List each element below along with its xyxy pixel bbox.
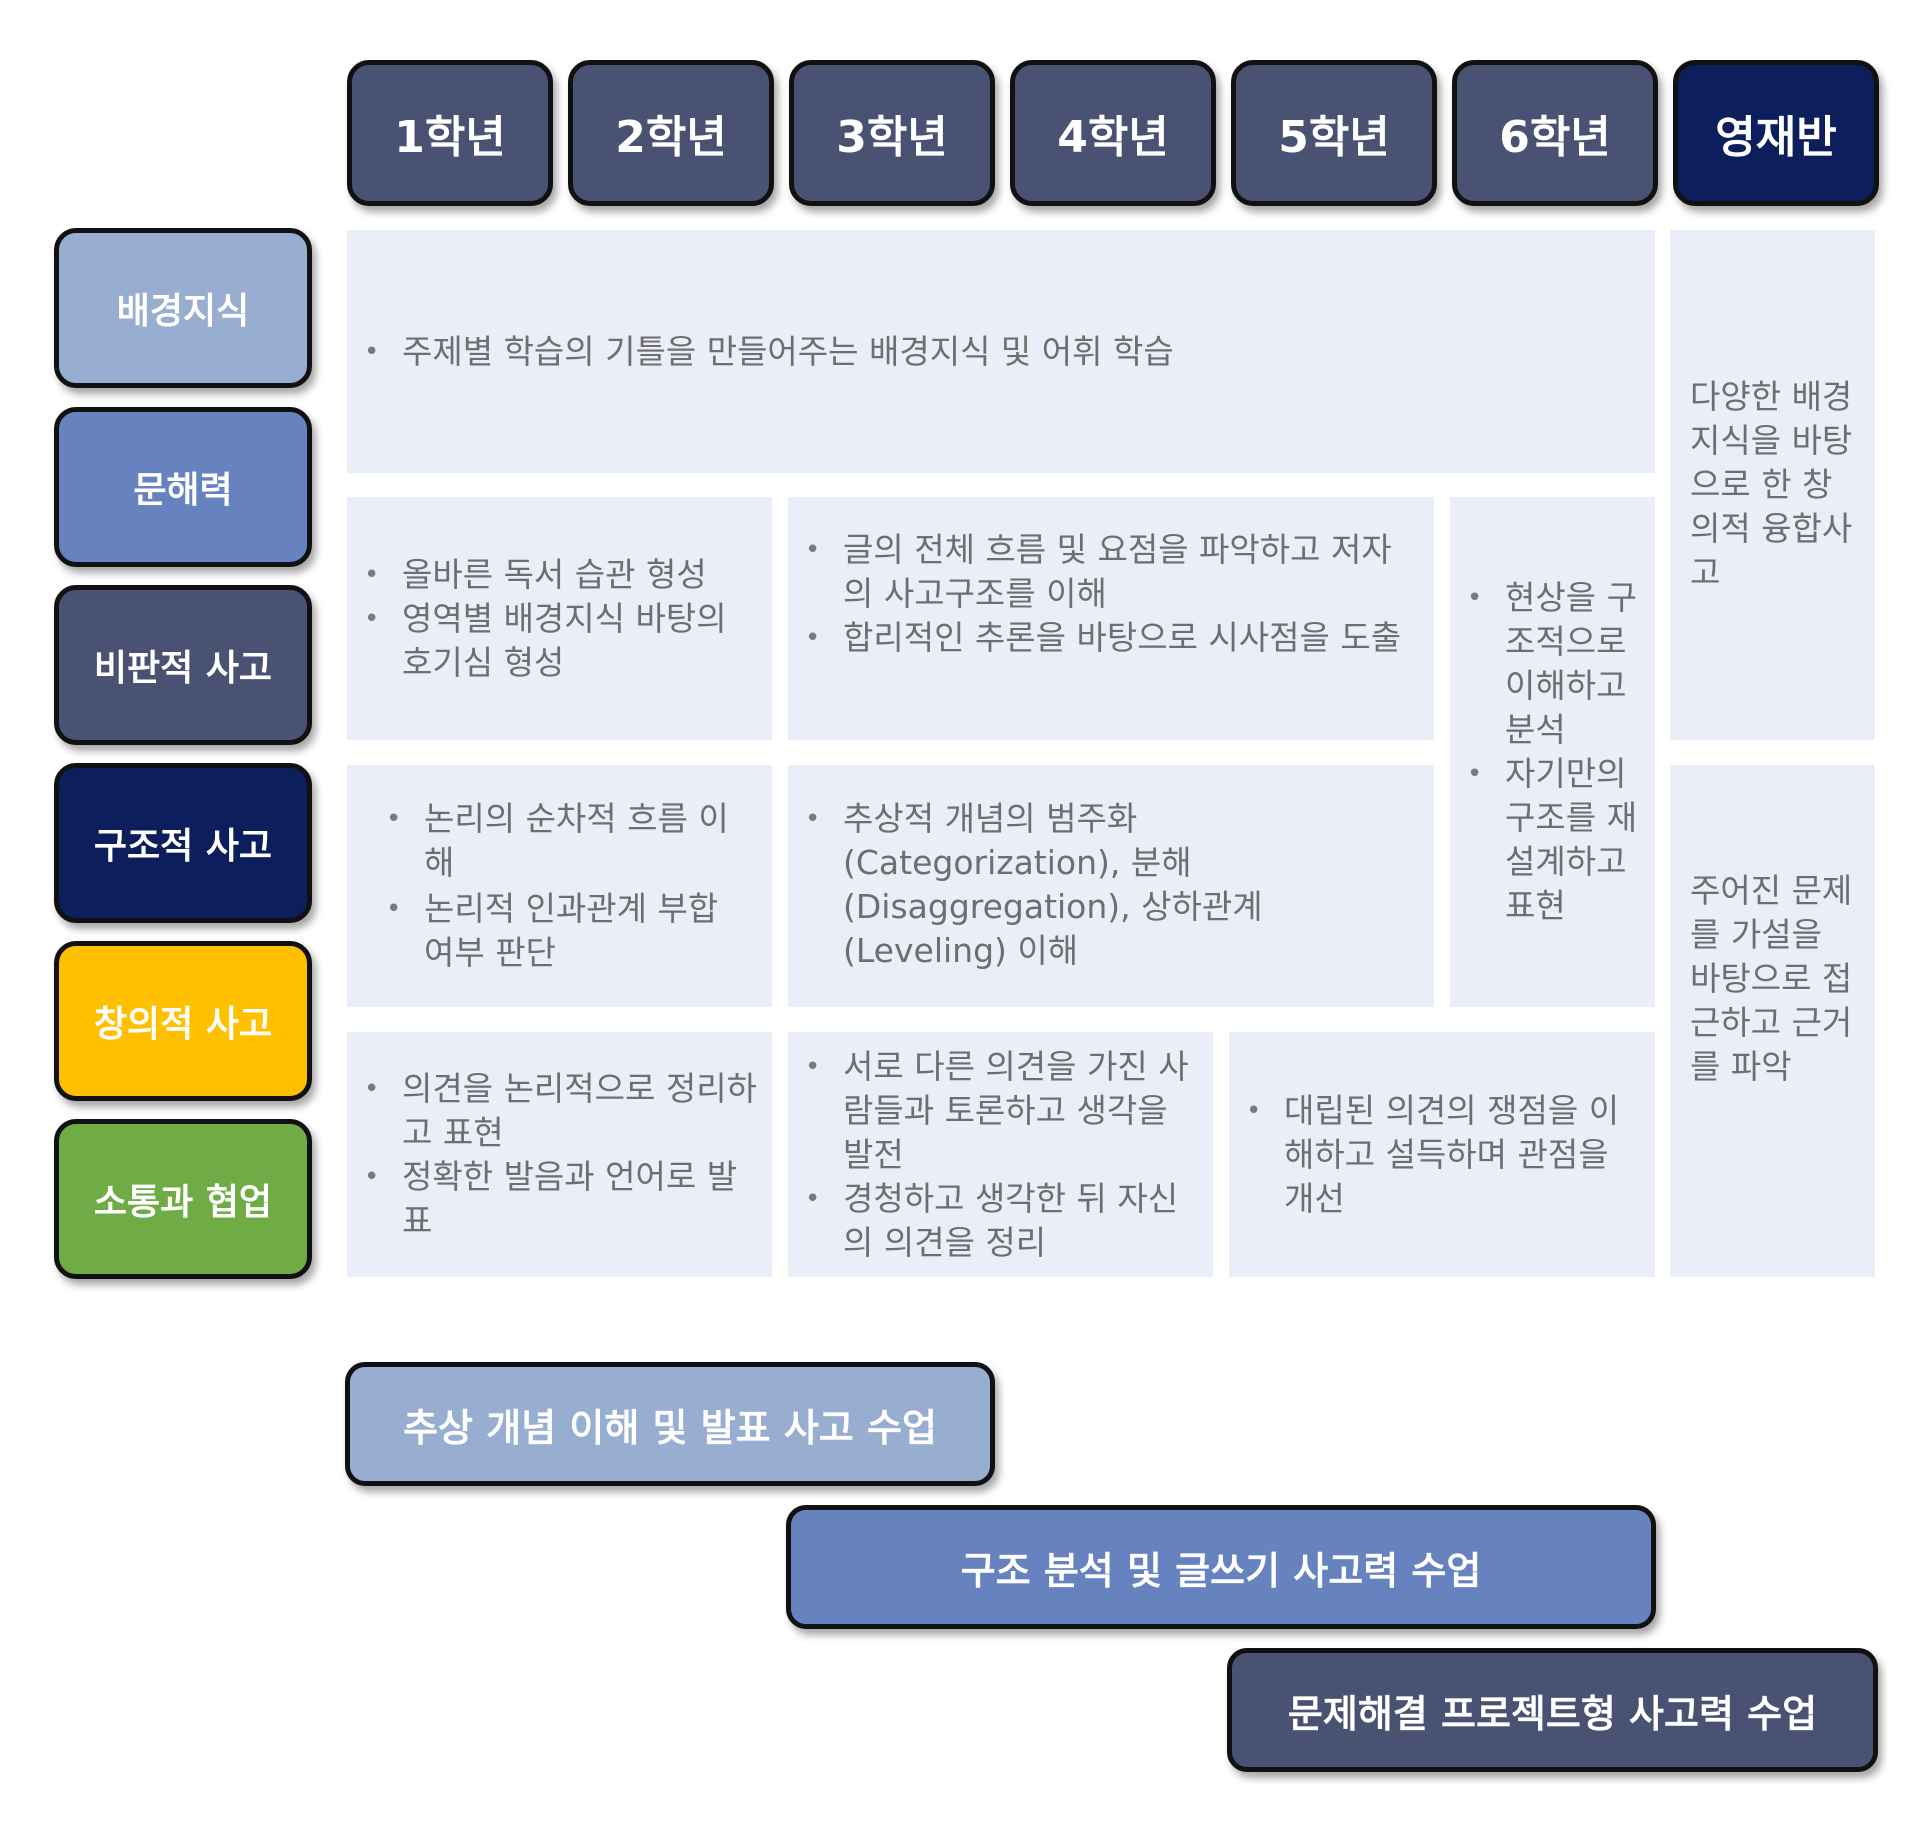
flow-problem-solving-class: 문제해결 프로젝트형 사고력 수업 bbox=[1227, 1648, 1878, 1772]
category-literacy: 문해력 bbox=[54, 407, 312, 567]
flow-structure-writing-class: 구조 분석 및 글쓰기 사고력 수업 bbox=[786, 1505, 1656, 1629]
bullet-item: 자기만의 구조를 재설계하고 표현 bbox=[1467, 752, 1643, 928]
down-arrow-icon bbox=[1036, 1430, 1186, 1485]
bullet-item: 논리적 인과관계 부합 여부 판단 bbox=[386, 887, 757, 975]
down-arrow-icon bbox=[595, 1285, 745, 1340]
cell-background-knowledge: 주제별 학습의 기틀을 만들어주는 배경지식 및 어휘 학습 bbox=[347, 230, 1655, 473]
down-arrow-icon bbox=[375, 1285, 525, 1340]
cell-literacy-grade12: 올바른 독서 습관 형성 영역별 배경지식 바탕의 호기심 형성 bbox=[347, 497, 772, 740]
cell-gifted-top: 다양한 배경지식을 바탕으로 한 창의적 융합사고 bbox=[1670, 230, 1875, 740]
bullet-item: 올바른 독서 습관 형성 bbox=[364, 553, 757, 597]
cell-communication-grade34: 서로 다른 의견을 가진 사람들과 토론하고 생각을 발전 경청하고 생각한 뒤… bbox=[788, 1032, 1213, 1277]
bullet-item: 대립된 의견의 쟁점을 이해하고 설득하며 관점을 개선 bbox=[1246, 1089, 1640, 1221]
down-arrow-icon bbox=[815, 1285, 965, 1340]
bullet-item: 추상적 개념의 범주화 (Categorization), 분해 (Disagg… bbox=[805, 797, 1349, 973]
cell-communication-grade12: 의견을 논리적으로 정리하고 표현 정확한 발음과 언어로 발표 bbox=[347, 1032, 772, 1277]
bullet-item: 주제별 학습의 기틀을 만들어주는 배경지식 및 어휘 학습 bbox=[364, 330, 1655, 374]
grade-header-2: 2학년 bbox=[568, 60, 774, 206]
grade-header-3: 3학년 bbox=[789, 60, 995, 206]
down-arrow-icon bbox=[1257, 1430, 1407, 1485]
grade-header-6: 6학년 bbox=[1452, 60, 1658, 206]
cell-grade6-structure: 현상을 구조적으로 이해하고 분석 자기만의 구조를 재설계하고 표현 bbox=[1450, 497, 1655, 1007]
bullet-item: 글의 전체 흐름 및 요점을 파악하고 저자의 사고구조를 이해 bbox=[805, 528, 1409, 616]
gifted-bottom-text: 주어진 문제를 가설을 바탕으로 접근하고 근거를 파악 bbox=[1690, 870, 1853, 1086]
category-background-knowledge: 배경지식 bbox=[54, 228, 312, 388]
grade-header-gifted: 영재반 bbox=[1673, 60, 1879, 206]
bullet-item: 의견을 논리적으로 정리하고 표현 bbox=[364, 1067, 757, 1155]
cell-literacy-grade345: 글의 전체 흐름 및 요점을 파악하고 저자의 사고구조를 이해 합리적인 추론… bbox=[788, 497, 1434, 740]
grade-header-1: 1학년 bbox=[347, 60, 553, 206]
category-creative-thinking: 창의적 사고 bbox=[54, 941, 312, 1101]
category-communication: 소통과 협업 bbox=[54, 1119, 312, 1279]
down-arrow-icon bbox=[1477, 1430, 1627, 1485]
bullet-item: 정확한 발음과 언어로 발표 bbox=[364, 1155, 757, 1243]
bullet-item: 경청하고 생각한 뒤 자신의 의견을 정리 bbox=[805, 1177, 1198, 1265]
category-structural-thinking: 구조적 사고 bbox=[54, 763, 312, 923]
bullet-item: 영역별 배경지식 바탕의 호기심 형성 bbox=[364, 597, 757, 685]
down-arrow-icon bbox=[1698, 1573, 1848, 1628]
gifted-top-text: 다양한 배경지식을 바탕으로 한 창의적 융합사고 bbox=[1690, 377, 1853, 592]
bullet-item: 현상을 구조적으로 이해하고 분석 bbox=[1467, 576, 1643, 752]
bullet-item: 합리적인 추론을 바탕으로 시사점을 도출 bbox=[805, 616, 1409, 660]
cell-gifted-bottom: 주어진 문제를 가설을 바탕으로 접근하고 근거를 파악 bbox=[1670, 765, 1875, 1277]
bullet-item: 논리의 순차적 흐름 이해 bbox=[386, 797, 757, 885]
grade-header-4: 4학년 bbox=[1010, 60, 1216, 206]
flow-abstract-concept-class: 추상 개념 이해 및 발표 사고 수업 bbox=[345, 1362, 995, 1486]
cell-communication-grade56: 대립된 의견의 쟁점을 이해하고 설득하며 관점을 개선 bbox=[1229, 1032, 1655, 1277]
cell-structure-grade345: 추상적 개념의 범주화 (Categorization), 분해 (Disagg… bbox=[788, 765, 1434, 1007]
grade-header-5: 5학년 bbox=[1231, 60, 1437, 206]
category-critical-thinking: 비판적 사고 bbox=[54, 585, 312, 745]
cell-structure-grade12: 논리의 순차적 흐름 이해 논리적 인과관계 부합 여부 판단 bbox=[347, 765, 772, 1007]
bullet-item: 서로 다른 의견을 가진 사람들과 토론하고 생각을 발전 bbox=[805, 1045, 1198, 1177]
